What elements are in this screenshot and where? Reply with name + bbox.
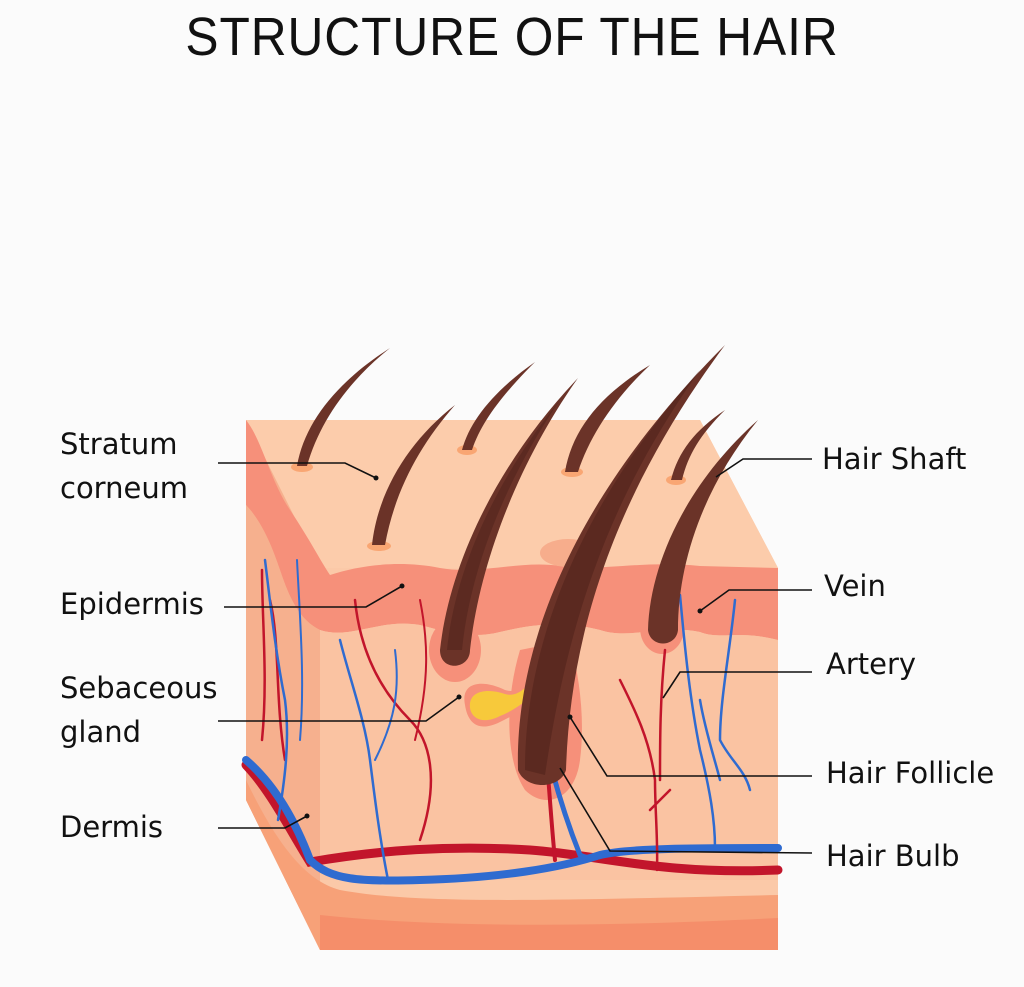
label-sebaceous-gland-line1: Sebaceous: [60, 671, 218, 705]
leader-sebaceous-gland: [218, 696, 460, 722]
hypodermis-layer: [246, 780, 778, 950]
leader-hair-shaft: [715, 458, 812, 478]
hair-4: [440, 378, 578, 666]
hair-5: [565, 365, 650, 472]
hair-3: [462, 362, 535, 450]
leader-epidermis: [224, 585, 403, 608]
label-hair-follicle: Hair Follicle: [826, 756, 995, 790]
label-sebaceous-gland: Sebaceous gland: [60, 666, 217, 754]
hair-6: [517, 345, 725, 785]
label-stratum-corneum-line1: Stratum: [60, 427, 178, 461]
hairs: [291, 345, 758, 785]
leader-vein: [699, 589, 812, 612]
hair-7: [671, 410, 725, 480]
leader-hair-bulb: [559, 767, 813, 854]
label-hair-bulb: Hair Bulb: [826, 839, 960, 873]
leader-stratum-corneum: [218, 462, 377, 479]
leader-dermis: [218, 815, 308, 829]
label-epidermis: Epidermis: [60, 587, 204, 621]
hair-8: [648, 420, 758, 644]
blood-vessels: [241, 558, 783, 885]
hair-2: [372, 405, 455, 545]
leader-hair-follicle: [569, 716, 812, 777]
sebaceous-gland: [464, 665, 545, 727]
main-vein: [242, 756, 782, 885]
leader-dots: [304, 475, 703, 819]
leader-artery: [662, 671, 812, 699]
hair-1: [297, 348, 390, 466]
label-stratum-corneum: Stratum corneum: [60, 422, 188, 510]
page-title: STRUCTURE OF THE HAIR: [185, 7, 839, 67]
label-sebaceous-gland-line2: gland: [60, 715, 142, 749]
label-hair-shaft: Hair Shaft: [822, 442, 967, 476]
leader-lines: [218, 458, 813, 854]
main-artery: [241, 760, 783, 876]
label-stratum-corneum-line2: corneum: [60, 471, 188, 505]
label-artery: Artery: [826, 647, 917, 681]
label-vein: Vein: [824, 569, 886, 603]
epidermis-layer: [246, 420, 778, 640]
label-dermis: Dermis: [60, 810, 164, 844]
